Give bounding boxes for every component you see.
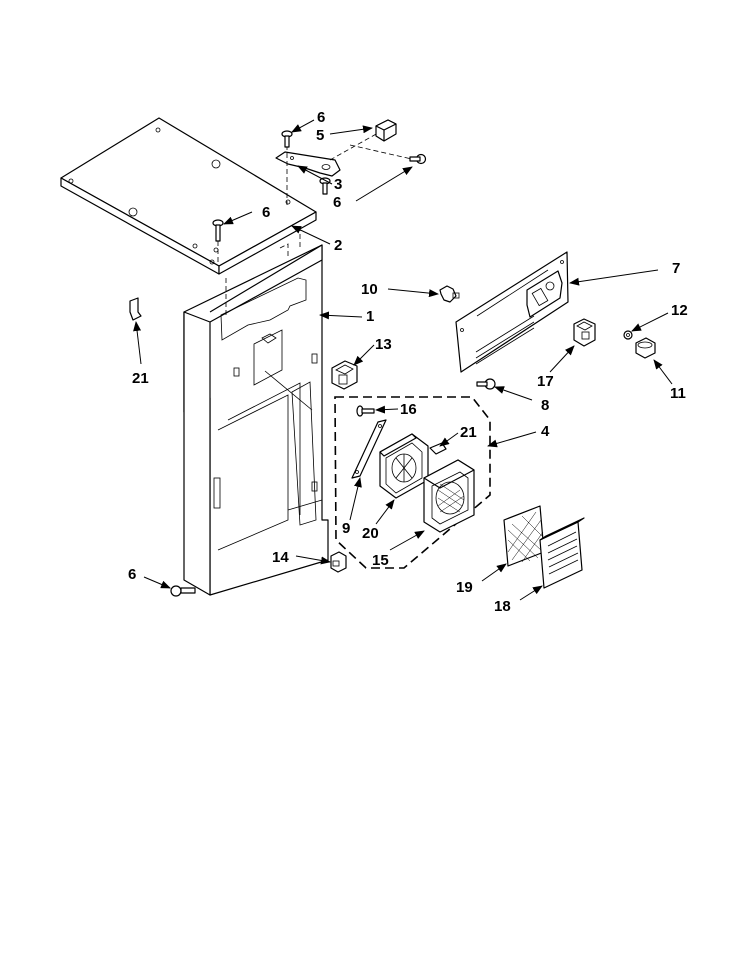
callout-9: 9: [342, 520, 350, 537]
callout-6: 6: [128, 566, 136, 583]
cabinet-panel: [183, 226, 329, 596]
screw-16: [356, 405, 375, 417]
louver-housing-15: [423, 459, 475, 533]
clip-left: [129, 297, 142, 321]
panel-screw-8: [476, 378, 496, 390]
callout-4: 4: [541, 423, 550, 440]
screws-bracket: [281, 130, 427, 195]
callout-6: 6: [317, 109, 325, 126]
callout-19: 19: [456, 579, 473, 596]
callout-10: 10: [361, 281, 378, 298]
callout-21: 21: [460, 424, 477, 441]
callout-20: 20: [362, 525, 379, 542]
top-cover-plate: [60, 117, 317, 275]
callout-8: 8: [541, 397, 549, 414]
grille-18: [539, 517, 585, 589]
screw-cabinet-bottom: [170, 585, 196, 597]
callout-14: 14: [272, 549, 289, 566]
panel-switch-17: [573, 318, 596, 347]
panel-nut-12: [623, 330, 633, 340]
filter-19: [503, 505, 545, 567]
callout-21: 21: [132, 370, 149, 387]
callout-11: 11: [670, 385, 686, 402]
control-panel: [455, 251, 569, 373]
callout-6: 6: [333, 194, 341, 211]
callout-6: 6: [262, 204, 270, 221]
callout-12: 12: [671, 302, 688, 319]
callout-labels: 6 5 3 6 6 2 1 21 10 7 12 11 17 8 13 16 2…: [128, 109, 688, 615]
assembly-boundary: [334, 396, 491, 569]
switch-13: [331, 360, 358, 390]
panel-knob-11: [635, 337, 656, 359]
bar-9: [351, 419, 387, 479]
callout-7: 7: [672, 260, 680, 277]
callout-15: 15: [372, 552, 389, 569]
callout-13: 13: [375, 336, 392, 353]
callout-18: 18: [494, 598, 511, 615]
switch-14: [330, 551, 347, 573]
callout-5: 5: [316, 127, 324, 144]
callout-2: 2: [334, 237, 342, 254]
screw-top-cover: [212, 219, 224, 262]
fan-20: [379, 433, 429, 499]
bracket: [275, 132, 417, 205]
callout-1: 1: [366, 308, 374, 325]
panel-knob-10: [439, 285, 460, 303]
callout-16: 16: [400, 401, 417, 418]
callout-3: 3: [334, 176, 342, 193]
callout-17: 17: [537, 373, 554, 390]
actuator: [375, 119, 397, 142]
clip-fan: [429, 442, 447, 455]
leader-lines: [133, 119, 673, 601]
